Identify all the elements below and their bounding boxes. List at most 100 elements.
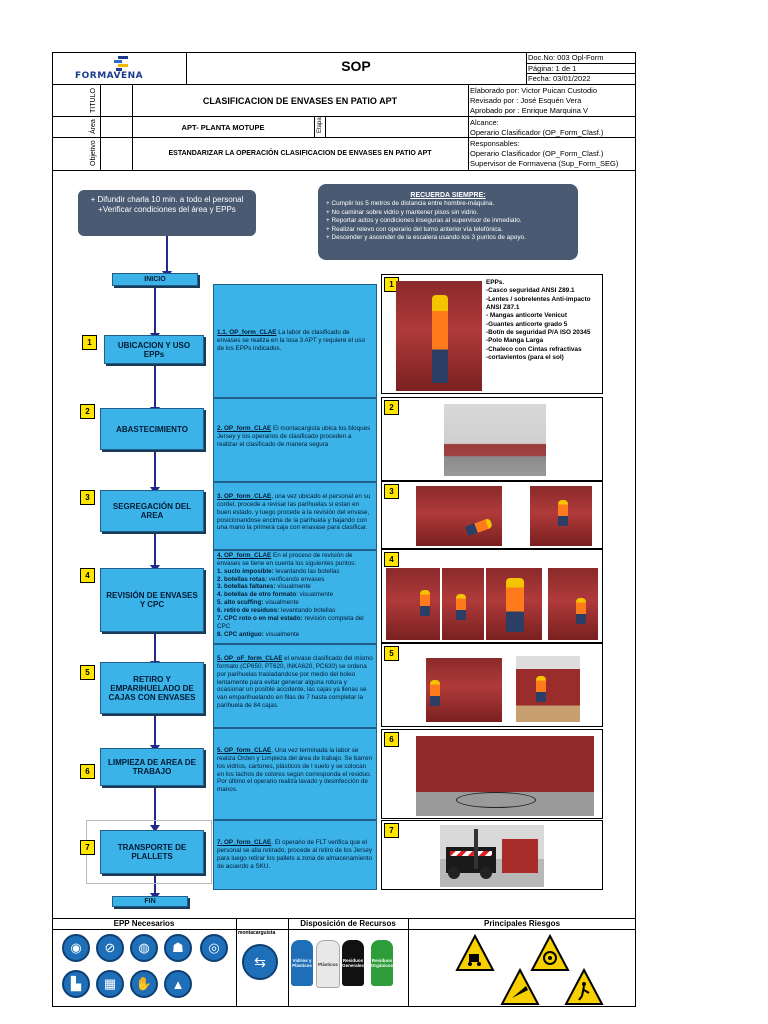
epp-list: EPPs. -Casco seguridad ANSI Z89.1 -Lente… — [486, 279, 600, 362]
photo-palletizing-2 — [516, 656, 580, 722]
logo-text: FORMAVENA — [75, 71, 144, 81]
photo-segregation-1 — [416, 486, 502, 546]
mask-icon: ⊘ — [96, 934, 124, 962]
step-text: La labor de clasificado de envases se re… — [217, 329, 365, 352]
step-7-number: 7 — [80, 840, 95, 855]
photo-4-number: 4 — [384, 552, 399, 567]
warning-sign-icon: ▲ — [164, 970, 192, 998]
remember-item: + Reportar actos y condiciones inseguras… — [326, 217, 522, 225]
photo-review-3 — [486, 568, 542, 640]
area-value: APT- PLANTA MOTUPE — [181, 123, 265, 132]
goggles-icon: ◎ — [200, 934, 228, 962]
alcance-label: Alcance: — [470, 118, 499, 127]
photo-patio — [444, 404, 546, 476]
photo-forklift — [440, 825, 544, 887]
photo-cleaning — [416, 736, 594, 816]
point-text: verificando envases — [267, 575, 325, 583]
flow-arrow — [150, 714, 160, 752]
photo-review-2 — [442, 568, 484, 640]
recycle-bin-green: Residuos Orgánicos — [371, 940, 393, 986]
elaborated-by: Elaborado por: Victor Puican Custodio — [470, 86, 598, 95]
point-label: 5. alto scuffing: — [217, 599, 264, 607]
photo-3-number: 3 — [384, 484, 399, 499]
epp-item: -Lentes / sobrelentes Anti-impacto ANSI … — [486, 295, 591, 311]
step-4-number: 4 — [80, 568, 95, 583]
etapa-label: Etapa — [317, 117, 323, 133]
remember-item: + Cumplir los 5 metros de distancia entr… — [326, 200, 495, 208]
flow-end: FIN — [112, 896, 188, 907]
photo-7-number: 7 — [384, 823, 399, 838]
remember-title: RECUERDA SIEMPRE: — [410, 192, 486, 199]
epp-label: EPPs. — [486, 279, 505, 286]
step-7-box: TRANSPORTE DE PLALLETS — [100, 830, 204, 874]
forklift-hazard-icon — [455, 934, 495, 971]
flow-arrow — [162, 236, 172, 278]
step-text: el envase clasificado del mismo formato … — [217, 655, 373, 710]
step-7-description: 7. OP_form_CLAE. El operario de FLT veri… — [213, 820, 377, 890]
epp-item: -Polo Manga Larga — [486, 337, 544, 345]
photo-panel-7: 7 — [381, 820, 603, 890]
step-code: 5. OP_oF_form_CLAE — [217, 655, 283, 662]
step-code: 4. OP_form_CLAE — [217, 552, 272, 559]
step-3-number: 3 — [80, 490, 95, 505]
step-2-number: 2 — [80, 404, 95, 419]
flow-arrow — [150, 450, 160, 494]
photo-worker-epp — [396, 281, 482, 391]
reviewed-by: Revisado por : José Esquén Vera — [470, 96, 582, 105]
photo-panel-4: 4 — [381, 549, 603, 643]
point-label: 3. botellas faltanes: — [217, 583, 276, 591]
photo-panel-2: 2 — [381, 397, 603, 481]
recycle-bin-white: Plásticos — [316, 940, 340, 988]
flow-arrow — [150, 364, 160, 414]
step-5-box: RETIRO Y EMPARIHUELADO DE CAJAS CON ENVA… — [100, 662, 204, 714]
title-label: TITULO — [90, 88, 97, 113]
photo-panel-6: 6 — [381, 729, 603, 819]
point-text: visualmente — [263, 599, 299, 607]
remember-box: RECUERDA SIEMPRE: + Cumplir los 5 metros… — [318, 184, 578, 260]
step-text: El montacargista ubica los bloques Jerse… — [217, 425, 371, 448]
forklift-operator-icon: ⇆ — [242, 944, 278, 980]
point-label: 8. CPC antiguo: — [217, 630, 264, 638]
fall-hazard-icon — [564, 968, 604, 1005]
step-code: 5. OP_form_CLAE — [217, 747, 272, 754]
photo-segregation-2 — [530, 486, 592, 546]
photo-panel-5: 5 — [381, 643, 603, 727]
step-1-box: UBICACION Y USO EPPs — [104, 335, 204, 364]
epp-item: -Botín de seguridad P/A ISO 20345 — [486, 328, 591, 336]
recycle-bin-blue: Vidrios y Plásticos — [291, 940, 313, 986]
document-frame — [52, 52, 636, 1007]
step-4-description: 4. OP_form_CLAE En el proceso de revisió… — [213, 550, 377, 644]
gloves-icon: ✋ — [130, 970, 158, 998]
responsables-label: Responsables: — [470, 139, 520, 148]
step-6-box: LIMPIEZA DE AREA DE TRABAJO — [100, 748, 204, 786]
page-number: Página: 1 de 1 — [528, 64, 577, 73]
company-logo: FORMAVENA — [60, 54, 180, 82]
point-text: visualmente — [263, 630, 300, 638]
point-text: levantando botellas — [279, 607, 336, 615]
step-text: . El operario de FLT verifica que el per… — [217, 839, 373, 870]
point-label: 2. botellas rotas: — [217, 575, 268, 583]
step-2-description: 2. OP_form_CLAE El montacargista ubica l… — [213, 398, 377, 482]
step-text: , una vez ubicado el personal en su cord… — [217, 493, 371, 532]
epp-item: - Mangas anticorte Venicut — [486, 312, 567, 320]
intro-box: + Difundir charla 10 min. a todo el pers… — [78, 190, 256, 236]
photo-panel-1: 1 EPPs. -Casco seguridad ANSI Z89.1 -Len… — [381, 274, 603, 394]
sop-title: SOP — [341, 58, 371, 74]
doc-number: Doc.No: 003 Opl-Form — [528, 53, 604, 62]
remember-item: + No caminar sobre vidrio y mantener pis… — [326, 208, 479, 216]
responsable-2: Supervisor de Formavena (Sup_Form_SEG) — [470, 159, 619, 168]
step-2-box: ABASTECIMIENTO — [100, 408, 204, 450]
flow-arrow — [150, 532, 160, 572]
cut-hazard-icon — [500, 968, 540, 1005]
helmet-icon: ☗ — [164, 934, 192, 962]
risks-section-title: Principales Riesgos — [483, 919, 561, 928]
safety-boots-icon: ▙ — [62, 970, 90, 998]
step-6-description: 5. OP_form_CLAE, Una vez terminada la la… — [213, 728, 377, 820]
point-label: 7. CPC roto o en mal estado: — [217, 614, 303, 622]
step-5-description: 5. OP_oF_form_CLAE el envase clasificado… — [213, 644, 377, 728]
face-shield-icon: ◉ — [62, 934, 90, 962]
point-text: : visualmente — [296, 591, 334, 599]
intro-line-1: + Difundir charla 10 min. a todo el pers… — [90, 195, 244, 204]
safety-vest-icon: ▦ — [96, 970, 124, 998]
